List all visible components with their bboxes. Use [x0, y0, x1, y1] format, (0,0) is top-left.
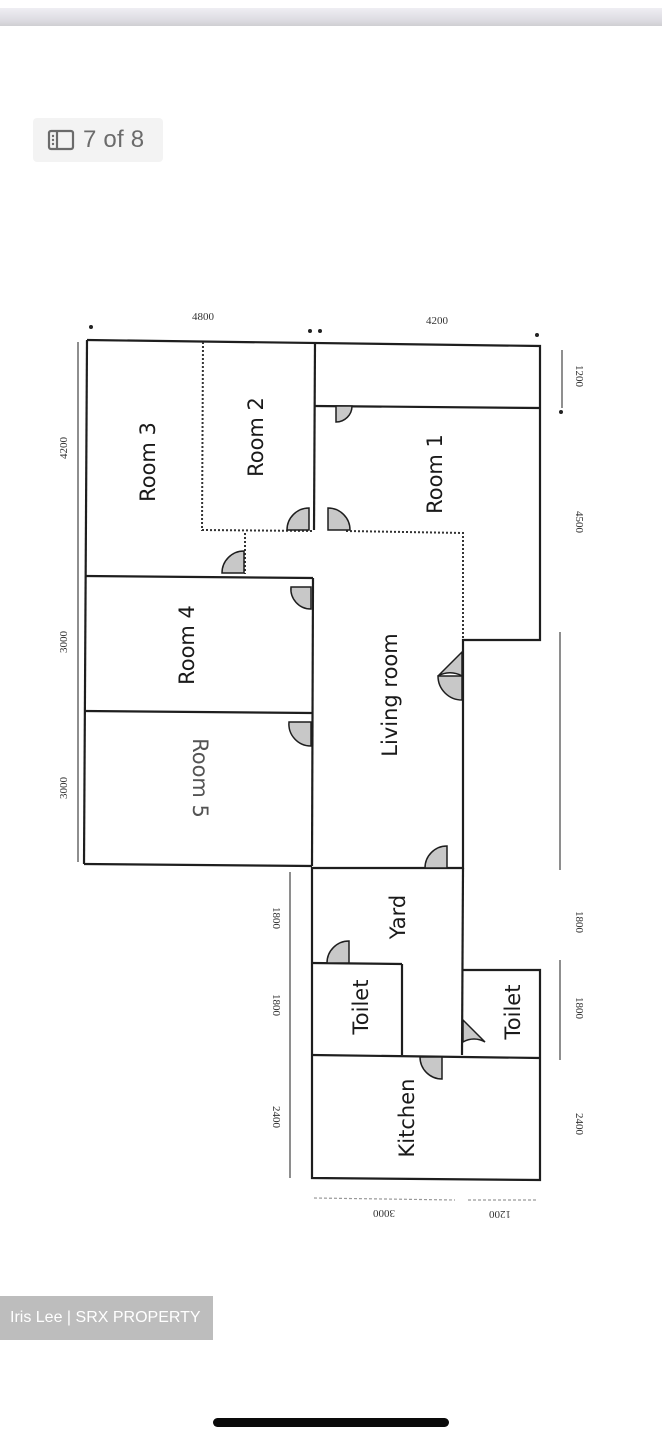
image-counter-text: 7 of 8: [83, 126, 145, 153]
dim-right-kitchen: 2400: [573, 1113, 585, 1136]
dim-left-yard: 1800: [270, 907, 282, 930]
dim-right-yard: 1800: [573, 911, 585, 934]
dim-top-right: 4200: [426, 315, 449, 327]
dim-left-room3: 4200: [58, 437, 70, 460]
watermark-text: Iris Lee | SRX PROPERTY: [10, 1309, 201, 1326]
dim-right-room1: 4500: [573, 511, 585, 534]
dim-bottom-right: 1200: [489, 1208, 512, 1220]
room-3-label: Room 3: [136, 422, 160, 502]
gallery-icon: [47, 129, 75, 151]
room-5-label: Room 5: [188, 738, 212, 818]
room-1-label: Room 1: [423, 434, 447, 514]
room-2-label: Room 2: [244, 397, 268, 477]
dim-left-kitchen: 2400: [270, 1106, 282, 1129]
dim-right-top: 1200: [573, 365, 585, 388]
dim-top-left: 4800: [192, 311, 215, 323]
image-counter-badge[interactable]: 7 of 8: [33, 118, 163, 162]
room-4-label: Room 4: [175, 605, 199, 685]
browser-top-bar: [0, 8, 662, 26]
yard-label: Yard: [386, 895, 410, 940]
dim-left-room5: 3000: [58, 777, 70, 800]
toilet-left-label: Toilet: [349, 980, 373, 1036]
agent-watermark: Iris Lee | SRX PROPERTY: [0, 1296, 213, 1340]
floor-plan-image[interactable]: Room 3 Room 2 Room 1 Room 4 Room 5 Livin…: [0, 0, 662, 1260]
dim-bottom-left: 3000: [373, 1207, 396, 1219]
living-room-label: Living room: [378, 633, 402, 756]
dim-left-toilet: 1800: [270, 994, 282, 1017]
home-indicator[interactable]: [213, 1418, 449, 1427]
toilet-right-label: Toilet: [501, 985, 525, 1041]
dim-left-room4: 3000: [58, 631, 70, 654]
dim-right-toilet: 1800: [573, 997, 585, 1020]
kitchen-label: Kitchen: [395, 1079, 419, 1158]
